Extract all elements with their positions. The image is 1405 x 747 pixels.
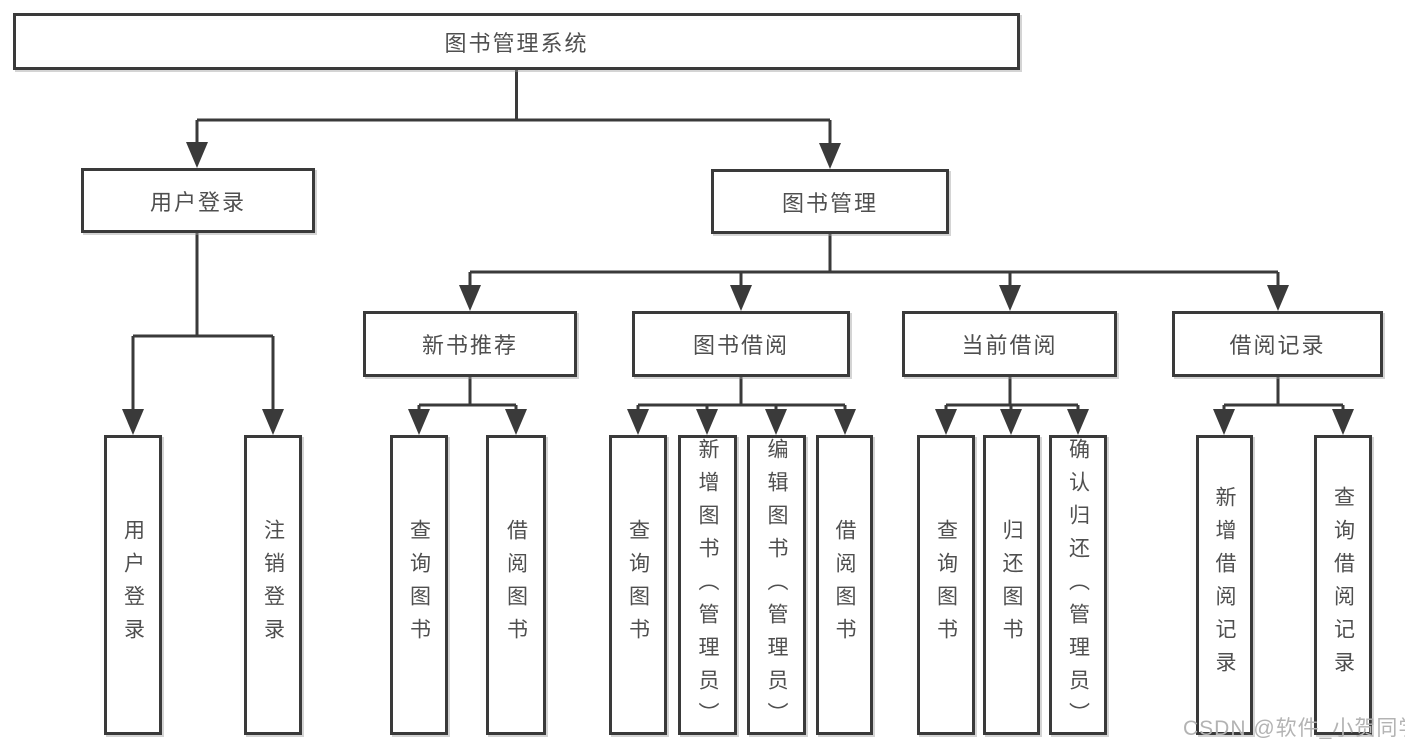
node-label: 借阅图书	[504, 519, 528, 651]
node-label: 图书管理系统	[444, 30, 589, 56]
node-label: 注销登录	[261, 519, 285, 651]
node-label: 归还图书	[1000, 519, 1023, 651]
leaf-query-borrow-record: 查询借阅记录	[1314, 435, 1372, 735]
node-label: 借阅记录	[1229, 333, 1326, 358]
leaf-edit-books-admin: 编辑图书（管理员）	[747, 435, 806, 735]
node-label: 新增图书（管理员）	[696, 438, 719, 735]
leaf-query-books-current: 查询图书	[917, 435, 975, 735]
node-label: 当前借阅	[961, 333, 1058, 358]
leaf-query-books-borrowing: 查询图书	[609, 435, 667, 735]
node-book-borrowing: 图书借阅	[632, 311, 850, 377]
node-user-login: 用户登录	[81, 168, 315, 233]
node-new-book-recommendation: 新书推荐	[363, 311, 577, 377]
connector-book-borrowing-children	[627, 377, 856, 435]
node-borrowing-records: 借阅记录	[1172, 311, 1383, 377]
connector-root-to-level2	[186, 70, 841, 169]
node-label: 编辑图书（管理员）	[765, 438, 788, 735]
node-label: 用户登录	[121, 519, 145, 651]
node-root-system: 图书管理系统	[13, 13, 1020, 70]
node-label: 确认归还（管理员）	[1066, 438, 1090, 735]
leaf-borrow-books: 借阅图书	[816, 435, 873, 735]
connector-borrow-records-children	[1213, 377, 1354, 435]
connector-book-management-children	[459, 234, 1289, 311]
node-label: 借阅图书	[833, 519, 856, 651]
leaf-user-login: 用户登录	[104, 435, 162, 735]
node-book-management: 图书管理	[711, 169, 949, 234]
node-label: 查询借阅记录	[1331, 486, 1355, 684]
node-current-borrowing: 当前借阅	[902, 311, 1117, 377]
leaf-borrow-books-recommend: 借阅图书	[486, 435, 546, 735]
leaf-return-books: 归还图书	[983, 435, 1040, 735]
node-label: 新增借阅记录	[1213, 486, 1236, 684]
node-label: 查询图书	[407, 519, 431, 651]
leaf-add-books-admin: 新增图书（管理员）	[678, 435, 737, 735]
connector-user-login-children	[122, 233, 284, 435]
connector-new-book-children	[408, 377, 527, 435]
leaf-query-books-recommend: 查询图书	[390, 435, 448, 735]
leaf-add-borrow-record: 新增借阅记录	[1196, 435, 1253, 735]
leaf-confirm-return-admin: 确认归还（管理员）	[1049, 435, 1107, 735]
connector-current-borrowing-children	[935, 377, 1089, 435]
node-label: 查询图书	[934, 519, 958, 651]
leaf-logout: 注销登录	[244, 435, 302, 735]
node-label: 图书借阅	[692, 333, 789, 358]
csdn-watermark: CSDN @软件_小贺同学	[1183, 717, 1405, 740]
node-label: 用户登录	[149, 189, 246, 215]
node-label: 图书管理	[781, 190, 878, 216]
node-label: 查询图书	[626, 519, 650, 651]
node-label: 新书推荐	[421, 333, 518, 358]
